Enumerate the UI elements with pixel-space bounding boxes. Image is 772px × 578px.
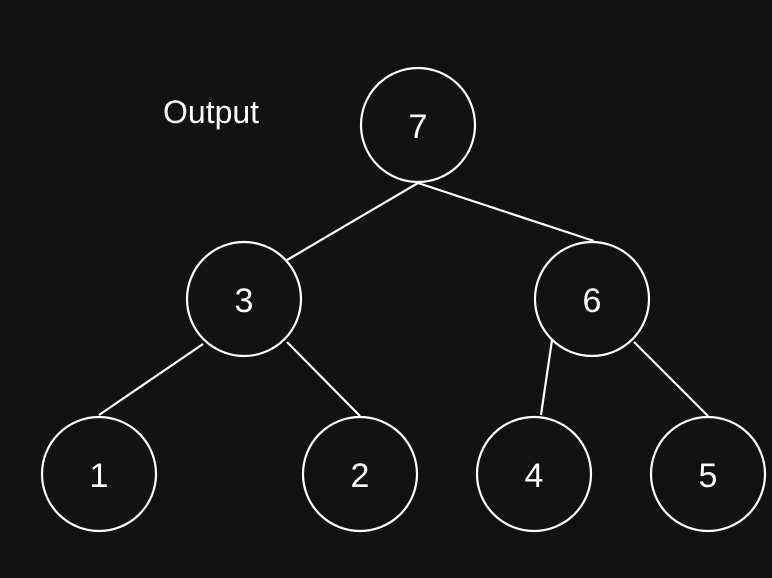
edge-n3-n2: [286, 341, 361, 417]
node-label: 3: [235, 282, 254, 320]
node-label: 2: [351, 457, 370, 495]
node-circle: [301, 415, 419, 533]
node-label: 7: [409, 108, 428, 146]
node-label: 1: [90, 457, 109, 495]
node-circle: [533, 240, 651, 358]
tree-node-4: 4: [475, 415, 593, 533]
edge-n6-n5: [633, 341, 709, 417]
tree-node-2: 2: [301, 415, 419, 533]
nodes-layer: 7 3 6 1 2 4 5: [40, 66, 767, 533]
tree-node-3: 3: [185, 240, 303, 358]
edge-n7-n6: [417, 181, 595, 243]
edge-n7-n3: [286, 182, 419, 261]
node-circle: [40, 415, 158, 533]
node-label: 5: [699, 457, 718, 495]
tree-node-6: 6: [533, 240, 651, 358]
edge-n3-n1: [98, 343, 204, 416]
node-circle: [185, 240, 303, 358]
tree-node-7: 7: [359, 66, 477, 184]
tree-node-1: 1: [40, 415, 158, 533]
node-label: 6: [583, 282, 602, 320]
diagram-title: Output: [163, 94, 259, 130]
node-label: 4: [525, 457, 544, 495]
edge-n6-n4: [539, 339, 554, 416]
node-circle: [475, 415, 593, 533]
node-circle: [649, 415, 767, 533]
node-circle: [359, 66, 477, 184]
tree-node-5: 5: [649, 415, 767, 533]
edges-layer: [98, 181, 709, 417]
